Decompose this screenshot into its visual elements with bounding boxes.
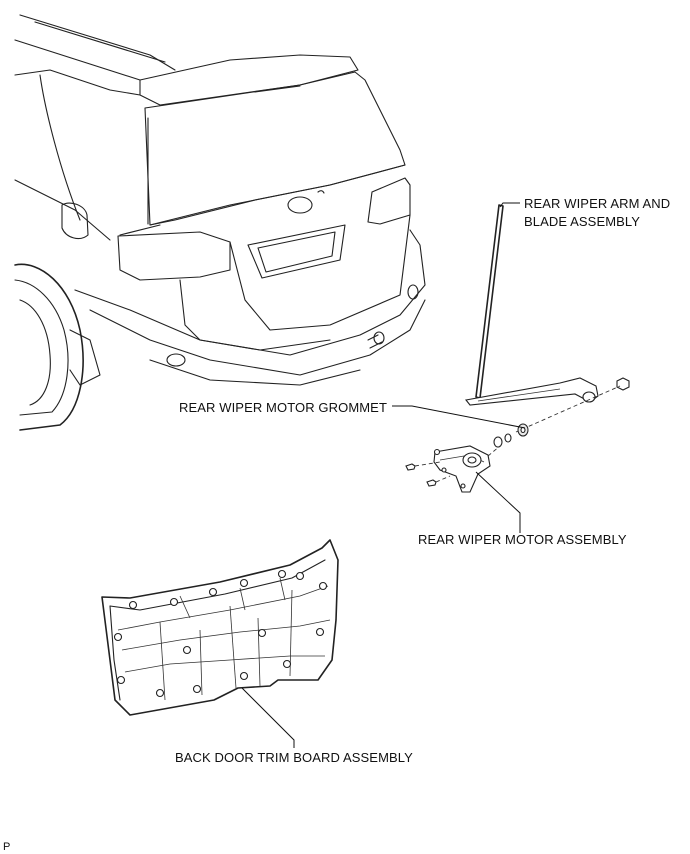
label-rear-wiper-motor-assembly: REAR WIPER MOTOR ASSEMBLY <box>418 532 627 547</box>
vehicle-rear-view <box>14 14 426 431</box>
leader-lines <box>241 202 526 748</box>
back-door-trim-board <box>101 539 339 716</box>
rear-wiper-motor <box>405 445 501 493</box>
rear-wiper-arm-and-blade <box>464 204 630 433</box>
label-line-1: REAR WIPER ARM AND <box>524 196 671 211</box>
label-line-2: BLADE ASSEMBLY <box>524 214 641 229</box>
label-back-door-trim-board-assembly: BACK DOOR TRIM BOARD ASSEMBLY <box>175 750 413 765</box>
label-rear-wiper-motor-grommet: REAR WIPER MOTOR GROMMET <box>179 400 387 415</box>
figure-code: P <box>3 841 11 853</box>
label-rear-wiper-arm-and-blade-assembly: REAR WIPER ARM AND BLADE ASSEMBLY <box>524 195 670 231</box>
